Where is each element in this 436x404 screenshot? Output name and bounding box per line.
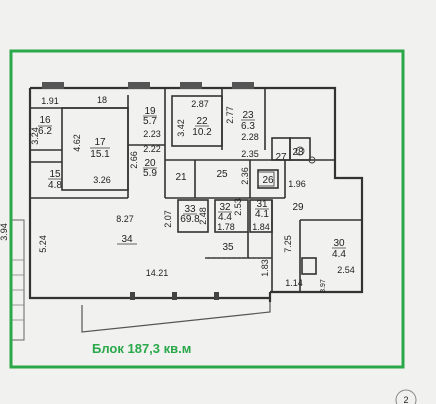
dimension-label: 2.77 xyxy=(225,106,235,124)
dimension-label: 7.25 xyxy=(283,235,293,253)
dimension-label: 3.42 xyxy=(176,119,186,137)
room-27-number: 28 xyxy=(292,147,304,158)
room-19-number: 19 xyxy=(144,106,156,117)
room-25-number: 26 xyxy=(262,175,274,186)
dimension-label: 2.07 xyxy=(163,210,173,228)
room-34-number: 35 xyxy=(222,242,234,253)
room-15-number: 15 xyxy=(49,169,61,180)
dimension-label: 3.97 xyxy=(320,279,327,293)
dimension-label: 3.24 xyxy=(30,127,40,145)
room-21-number: 21 xyxy=(175,172,187,183)
room-29-area: 4.4 xyxy=(332,249,346,260)
dimension-label: 2.22 xyxy=(143,144,161,154)
sheet-number-circle xyxy=(395,389,417,404)
dimension-label: 4.62 xyxy=(72,134,82,152)
dimension-label: 2.87 xyxy=(191,99,209,109)
room-17-area: 15.1 xyxy=(90,149,110,160)
dimension-label: 1.78 xyxy=(217,222,235,232)
room-20-area: 5.9 xyxy=(143,168,157,179)
dimension-label: 2.23 xyxy=(143,129,161,139)
sheet-number: 2 xyxy=(403,395,408,404)
dimension-label: 14.21 xyxy=(146,268,169,278)
room-23-area: 6.3 xyxy=(241,121,255,132)
dimension-label: 1.14 xyxy=(285,278,303,288)
dimension-label: 2.54 xyxy=(337,265,355,275)
interior-walls xyxy=(30,88,362,292)
dimension-label: 2.66 xyxy=(129,151,139,169)
room-28-number: 29 xyxy=(292,202,304,213)
left-stair xyxy=(10,219,25,341)
room-23-number: 23 xyxy=(242,110,254,121)
dimension-label: 5.24 xyxy=(38,235,48,253)
room-33-number: 34 xyxy=(121,234,133,245)
room-20-number: 20 xyxy=(144,158,156,169)
dimension-label: 8.27 xyxy=(116,214,134,224)
dimension-label: 2.48 xyxy=(198,207,208,225)
room-labels: 16 6.2 17 15.1 19 5.7 22 10.2 23 6.3 15 … xyxy=(38,106,346,260)
room-24-number: 25 xyxy=(216,169,228,180)
columns xyxy=(130,292,219,300)
room-31-number: 32 xyxy=(219,202,231,213)
room-22-number: 22 xyxy=(196,116,208,127)
fixtures xyxy=(257,146,316,187)
dimension-label: 2.36 xyxy=(240,167,250,185)
room-32-number: 33 xyxy=(184,204,196,215)
dimension-label: 2.53 xyxy=(233,198,243,216)
room-15-area: 4.8 xyxy=(48,180,62,191)
dimension-label: 2.35 xyxy=(241,149,259,159)
dimension-label: 1.91 xyxy=(41,96,59,106)
block-area-caption: Блок 187,3 кв.м xyxy=(92,341,192,356)
dimension-label: 3.26 xyxy=(93,175,111,185)
room-29-number: 30 xyxy=(333,238,345,249)
facade-line xyxy=(81,302,271,333)
dimension-label: 1.84 xyxy=(252,222,270,232)
block-highlight-frame xyxy=(9,49,405,369)
dimension-label: 18 xyxy=(97,95,107,105)
room-31-area: 4.4 xyxy=(218,212,232,223)
dimension-labels: 1.91 18 3.24 4.62 2.23 2.87 3.42 2.77 2.… xyxy=(0,95,355,293)
area-underlines xyxy=(38,115,346,249)
room-30-number: 31 xyxy=(256,199,268,210)
room-16-area: 6.2 xyxy=(38,126,52,137)
dimension-label: 1.83 xyxy=(260,259,270,277)
room-22-area: 10.2 xyxy=(192,127,212,138)
room-16-number: 16 xyxy=(39,115,51,126)
dimension-label: 1.96 xyxy=(288,179,306,189)
room-32-area: 69.8 xyxy=(180,214,200,225)
window-hatches xyxy=(42,82,254,89)
room-30-area: 4.1 xyxy=(255,209,269,220)
room-26-number: 27 xyxy=(275,152,287,163)
room-19-area: 5.7 xyxy=(143,116,157,127)
room-17-number: 17 xyxy=(94,137,106,148)
dimension-label: 2.28 xyxy=(241,132,259,142)
dimension-label: 3.94 xyxy=(0,223,9,241)
